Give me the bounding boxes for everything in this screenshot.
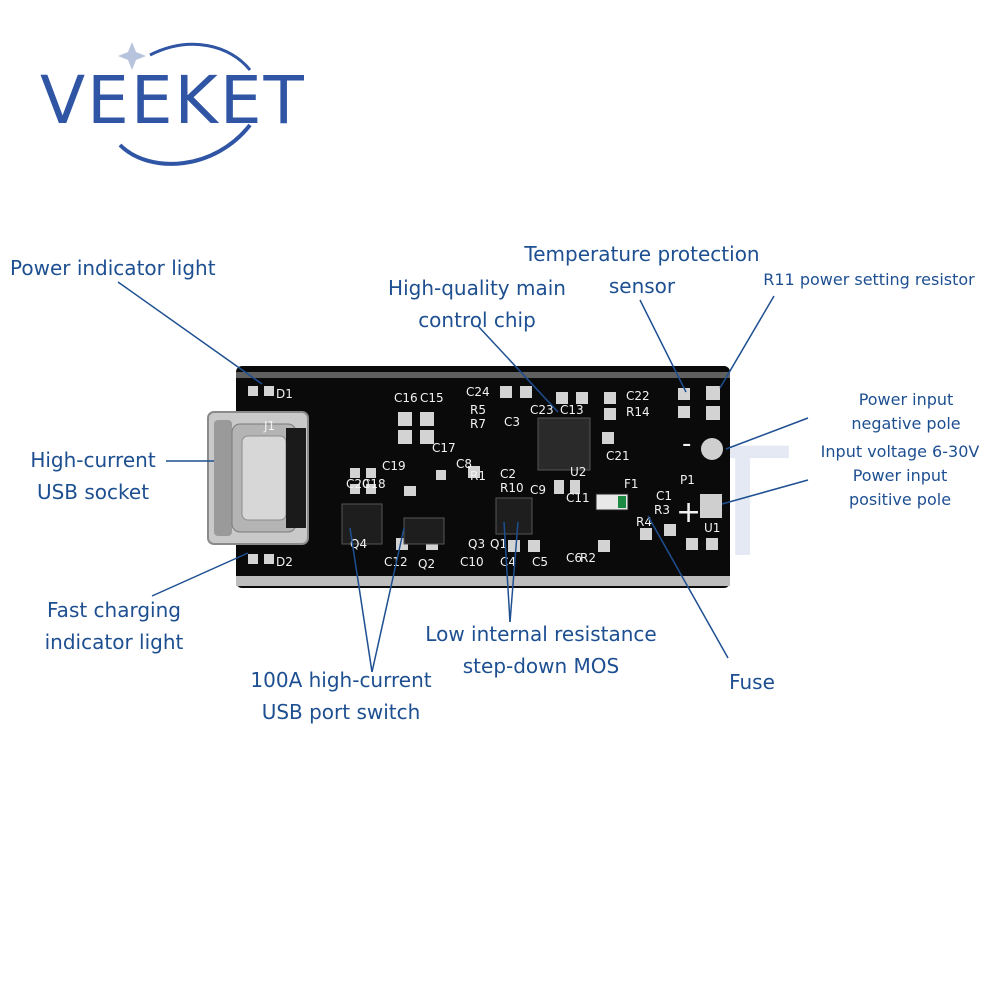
mos-q1-q3 [495,497,533,535]
label-power-indicator: Power indicator light [10,256,216,280]
usb-c-socket [207,411,309,545]
silk-c10: C10 [460,555,484,569]
silk-u2: U2 [570,465,586,479]
silk-c21: C21 [606,449,630,463]
silk-c19: C19 [382,459,406,473]
silk-c24: C24 [466,385,490,399]
silk-c2: C2 [500,467,516,481]
brand-logo [118,42,252,166]
neg-input-pad [701,438,723,460]
silk-u1: U1 [704,521,720,535]
silk-c11: C11 [566,491,590,505]
silk-q4: Q4 [350,537,367,551]
leader-lines [117,281,809,673]
silk-c23: C23 [530,403,554,417]
silk-c8: C8 [456,457,472,471]
silk-c17: C17 [432,441,456,455]
silk-d1: D1 [276,387,293,401]
silk-r5: R5 [470,403,486,417]
silk-c6: C6 [566,551,582,565]
mos-q4 [341,503,383,545]
minus-sign: - [682,429,691,459]
silk-q2: Q2 [418,557,435,571]
silk-j1: J1 [263,419,275,433]
silk-r4: R4 [636,515,652,529]
silk-c16: C16 [394,391,418,405]
silk-f1: F1 [624,477,639,491]
silk-c15: C15 [420,391,444,405]
plus-sign: + [676,495,701,530]
pos-input-pad [700,494,722,518]
silk-c9: C9 [530,483,546,497]
silk-r14: R14 [626,405,650,419]
silk-r7: R7 [470,417,486,431]
silk-c5: C5 [532,555,548,569]
silk-r10: R10 [500,481,524,495]
silk-r2: R2 [580,551,596,565]
silk-c4: C4 [500,555,516,569]
main-control-chip [537,417,591,471]
silk-p1: P1 [680,473,695,487]
silk-q3: Q3 [468,537,485,551]
label-r11: R11 power setting resistor [763,270,975,289]
silk-c20: C20 [346,477,370,491]
silk-c1: C1 [656,489,672,503]
silk-d2: D2 [276,555,293,569]
mos-q2 [403,517,445,545]
silk-r1: R1 [470,469,486,483]
silk-c18: C18 [362,477,386,491]
silk-c22: C22 [626,389,650,403]
silk-c13: C13 [560,403,584,417]
silk-c3: C3 [504,415,520,429]
brand-name: VEEKET [40,62,306,139]
silk-q1: Q1 [490,537,507,551]
silk-r3: R3 [654,503,670,517]
label-fuse: Fuse [729,670,775,694]
